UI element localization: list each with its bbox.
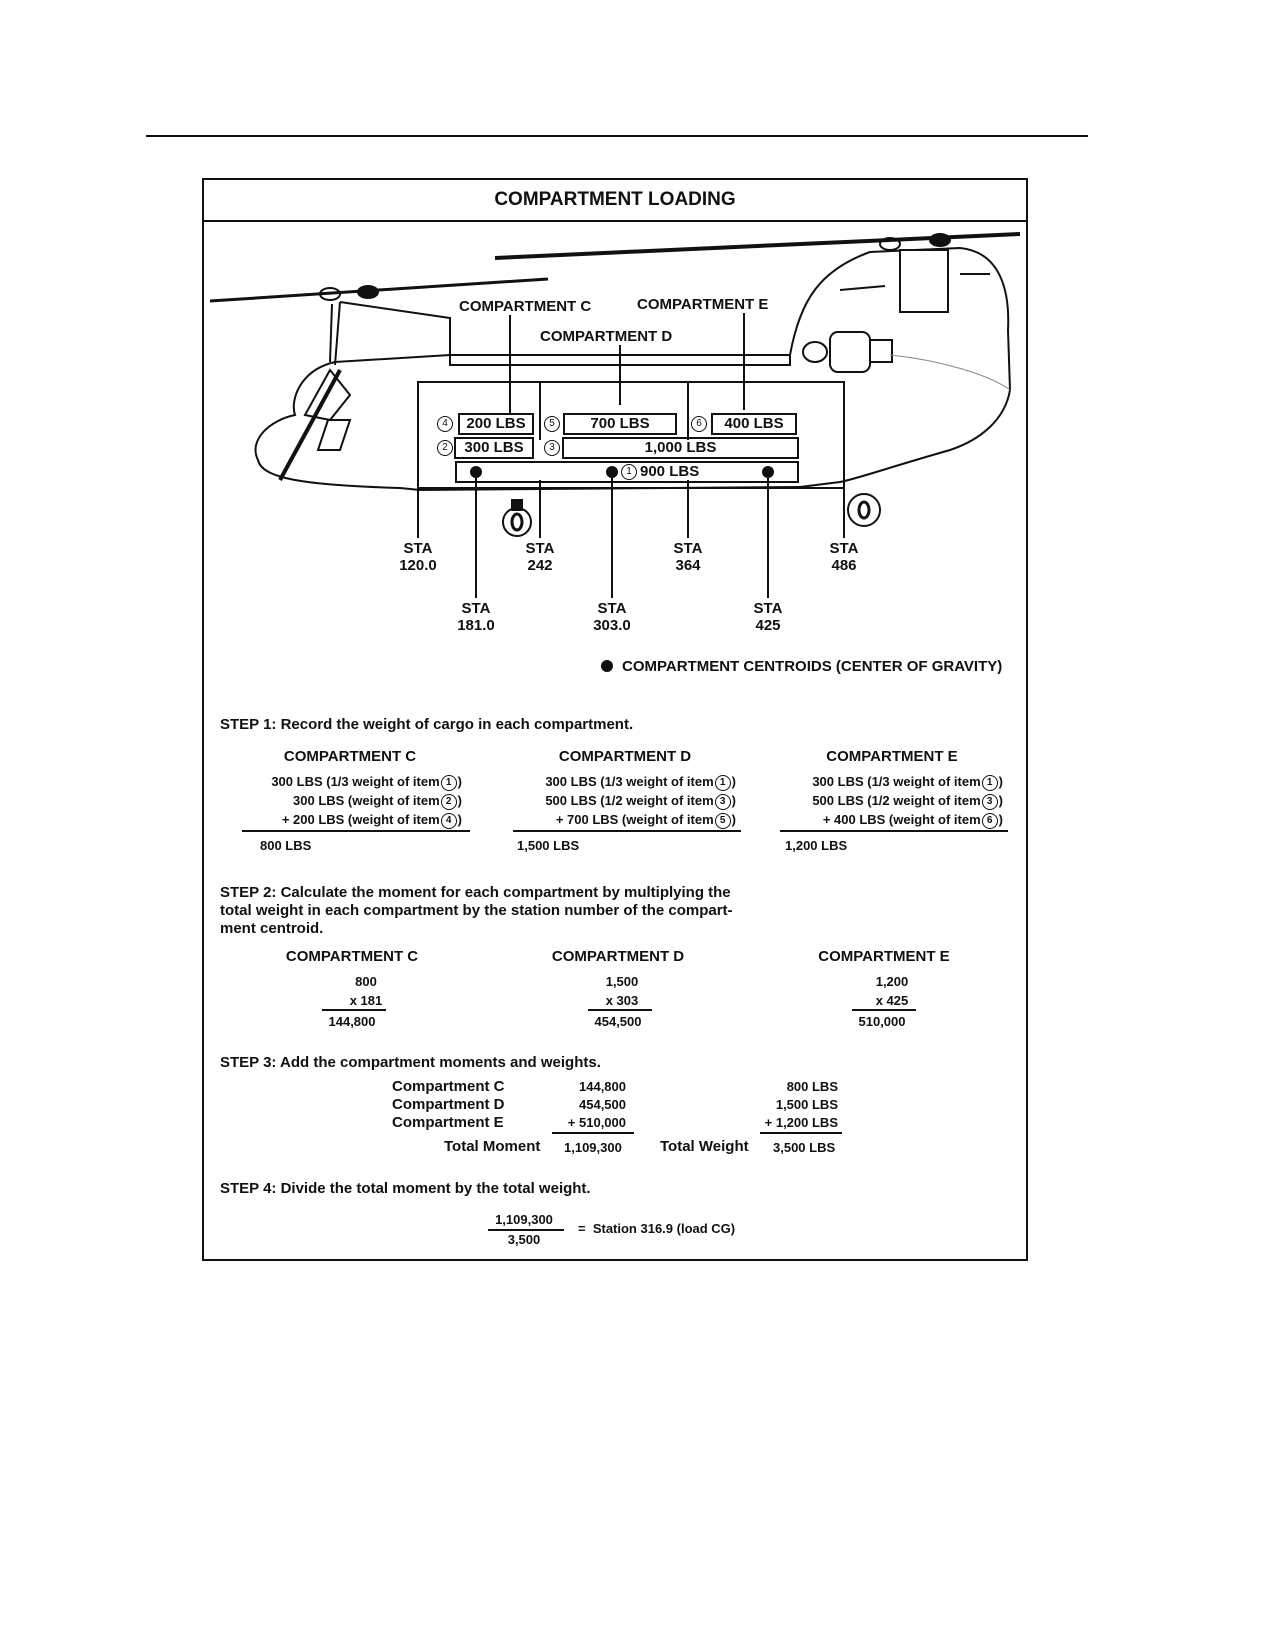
step2-col-e-moment: 510,000 — [858, 1014, 906, 1029]
helicopter-diagram — [209, 232, 1021, 672]
step1-col-d-title: COMPARTMENT D — [558, 748, 692, 765]
step4-fraction-bar — [488, 1229, 564, 1231]
total-moment-value: 1,109,300 — [564, 1140, 622, 1155]
item-number-3: 3 — [543, 439, 561, 457]
item-weight-6: 400 LBS — [724, 415, 784, 432]
step1-col-c-rule — [242, 830, 470, 832]
step1-col-e-title: COMPARTMENT E — [826, 748, 958, 765]
compartment-d-label: COMPARTMENT D — [540, 328, 673, 345]
item-number-6: 6 — [690, 415, 708, 433]
total-moment-label: Total Moment — [444, 1138, 541, 1155]
step1-col-c-total: 800 LBS — [260, 838, 312, 853]
compartment-c-label: COMPARTMENT C — [459, 298, 592, 315]
step4-heading: STEP 4: Divide the total moment by the t… — [220, 1180, 591, 1197]
step2-col-d-rule — [588, 1009, 652, 1011]
item-number-2: 2 — [436, 439, 454, 457]
figure-title: COMPARTMENT LOADING — [204, 180, 1026, 222]
total-weight-label: Total Weight — [660, 1138, 749, 1155]
item-weight-2: 300 LBS — [464, 439, 524, 456]
step4-numerator: 1,109,300 — [495, 1212, 553, 1227]
item-number-5: 5 — [543, 415, 561, 433]
step3-names: Compartment C Compartment D Compartment … — [392, 1078, 505, 1131]
step2-col-c-rule — [322, 1009, 386, 1011]
centroid-symbols — [470, 466, 774, 672]
step2-col-c-calc: 800 x 181 — [349, 974, 383, 1008]
step3-weights: 800 LBS 1,500 LBS + 1,200 LBS — [764, 1079, 838, 1130]
step2-col-d-calc: 1,500 x 303 — [605, 974, 639, 1008]
step2-col-c-title: COMPARTMENT C — [285, 948, 419, 965]
step2-col-d-title: COMPARTMENT D — [551, 948, 685, 965]
top-rule — [146, 135, 1088, 137]
item-weight-5: 700 LBS — [590, 415, 650, 432]
compartment-e-label: COMPARTMENT E — [637, 296, 769, 313]
step3-weight-rule — [760, 1132, 842, 1134]
step2-col-e-calc: 1,200 x 425 — [875, 974, 909, 1008]
step2-heading: STEP 2: Calculate the moment for each co… — [220, 884, 733, 937]
step1-col-e-total: 1,200 LBS — [785, 838, 848, 853]
step4-result: = Station 316.9 (load CG) — [578, 1221, 736, 1236]
step3-moment-rule — [552, 1132, 634, 1134]
step1-col-e-rule — [780, 830, 1008, 832]
step1-col-c-title: COMPARTMENT C — [283, 748, 417, 765]
step2-col-e-rule — [852, 1009, 916, 1011]
legend-text: COMPARTMENT CENTROIDS (CENTER OF GRAVITY… — [622, 658, 1003, 675]
item-weight-1: 900 LBS — [640, 463, 700, 480]
step2-col-d-moment: 454,500 — [594, 1014, 642, 1029]
item-weight-4: 200 LBS — [466, 415, 526, 432]
step3-moments: 144,800 454,500 + 510,000 — [567, 1079, 626, 1130]
figure-frame: COMPARTMENT LOADING — [202, 178, 1028, 1261]
step2-col-c-moment: 144,800 — [328, 1014, 376, 1029]
item-weight-3: 1,000 LBS — [644, 439, 717, 456]
step1-col-d-total: 1,500 LBS — [517, 838, 580, 853]
step4-denominator: 3,500 — [507, 1232, 541, 1247]
step1-col-d-rule — [513, 830, 741, 832]
total-weight-value: 3,500 LBS — [773, 1140, 836, 1155]
item-number-1: 1 — [620, 463, 638, 481]
item-number-4: 4 — [436, 415, 454, 433]
step2-col-e-title: COMPARTMENT E — [818, 948, 950, 965]
step1-heading: STEP 1: Record the weight of cargo in ea… — [220, 716, 634, 733]
step3-heading: STEP 3: Add the compartment moments and … — [220, 1054, 601, 1071]
